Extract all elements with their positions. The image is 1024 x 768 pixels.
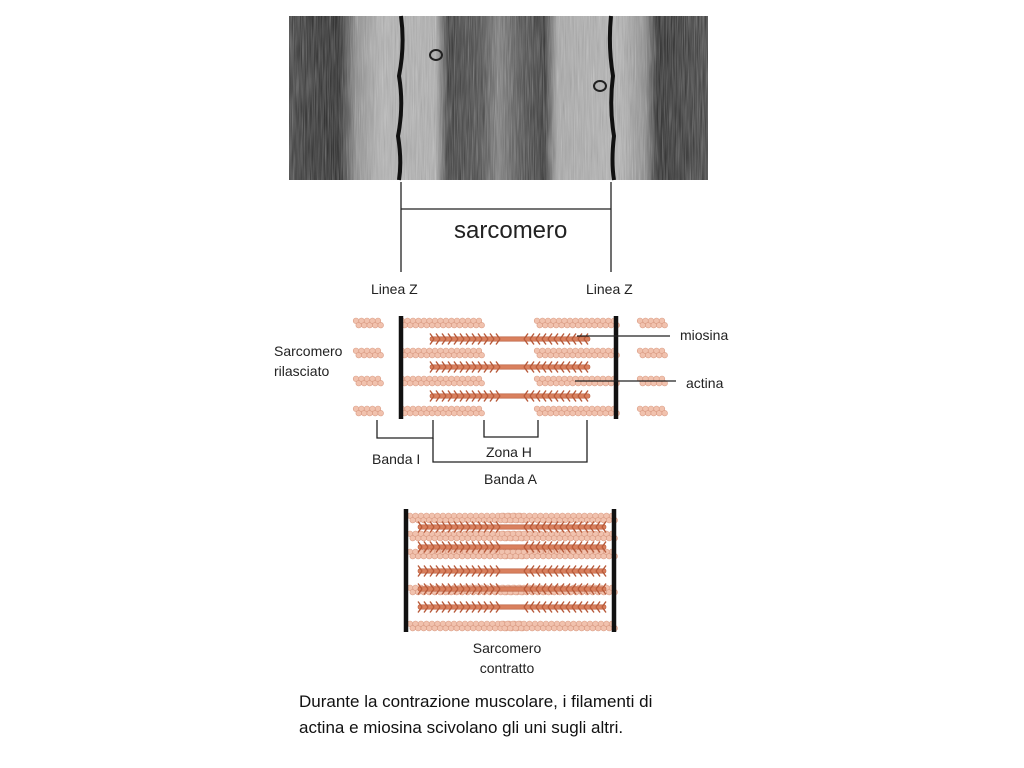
- actin-filament: [352, 375, 384, 387]
- sarcomere-label: sarcomero: [454, 217, 568, 244]
- relaxed-label-line-2: rilasciato: [274, 363, 330, 379]
- myosin-filament: [429, 361, 591, 373]
- actin-filament: [398, 347, 485, 359]
- myosin-filament: [417, 565, 607, 577]
- h-zone-bracket: [483, 420, 539, 438]
- z-line-left-label: Linea Z: [371, 281, 418, 297]
- actin-filament: [398, 405, 485, 417]
- z-line-micrograph-right: [607, 15, 617, 181]
- actin-filament: [398, 375, 485, 387]
- label-pointers: [575, 335, 676, 382]
- contracted-sarcomere: [403, 509, 618, 632]
- actin-filament: [498, 548, 618, 560]
- relaxed-label-line-1: Sarcomero: [274, 343, 343, 359]
- i-band-bracket: [376, 420, 434, 439]
- band-brackets: [376, 420, 588, 463]
- actin-filament: [498, 620, 618, 632]
- z-line-right-label: Linea Z: [586, 281, 633, 297]
- a-band-label: Banda A: [484, 471, 537, 487]
- actin-filament: [398, 317, 485, 329]
- actin-filament: [636, 375, 668, 387]
- actin-filament: [352, 317, 384, 329]
- a-band-bracket: [432, 420, 588, 463]
- actin-filament: [533, 347, 620, 359]
- actin-filament: [533, 405, 620, 417]
- i-band-label: Banda I: [372, 451, 421, 467]
- z-line-micrograph-left: [395, 15, 405, 181]
- relaxed-sarcomere: [352, 316, 668, 419]
- micrograph: [289, 15, 708, 181]
- myosin-filament: [417, 541, 607, 553]
- actin-filament: [533, 317, 620, 329]
- myosin-label: miosina: [680, 327, 729, 343]
- myosin-filament: [417, 601, 607, 613]
- actin-filament: [636, 347, 668, 359]
- myosin-filament: [429, 390, 591, 402]
- actin-filament: [498, 512, 618, 524]
- actin-filament: [636, 405, 668, 417]
- caption-line-1: Durante la contrazione muscolare, i fila…: [299, 692, 653, 711]
- myosin-filament: [429, 333, 591, 345]
- myosin-filament: [417, 583, 607, 595]
- sarcomere-bracket: [400, 182, 612, 272]
- h-zone-label: Zona H: [486, 444, 532, 460]
- actin-filament: [636, 317, 668, 329]
- caption-line-2: actina e miosina scivolano gli uni sugli…: [299, 718, 624, 737]
- actin-filament: [352, 405, 384, 417]
- contracted-label-line-2: contratto: [479, 660, 535, 676]
- myosin-filament: [417, 521, 607, 533]
- actin-label: actina: [686, 375, 724, 391]
- actin-filament: [352, 347, 384, 359]
- contracted-label-line-1: Sarcomero: [472, 640, 542, 656]
